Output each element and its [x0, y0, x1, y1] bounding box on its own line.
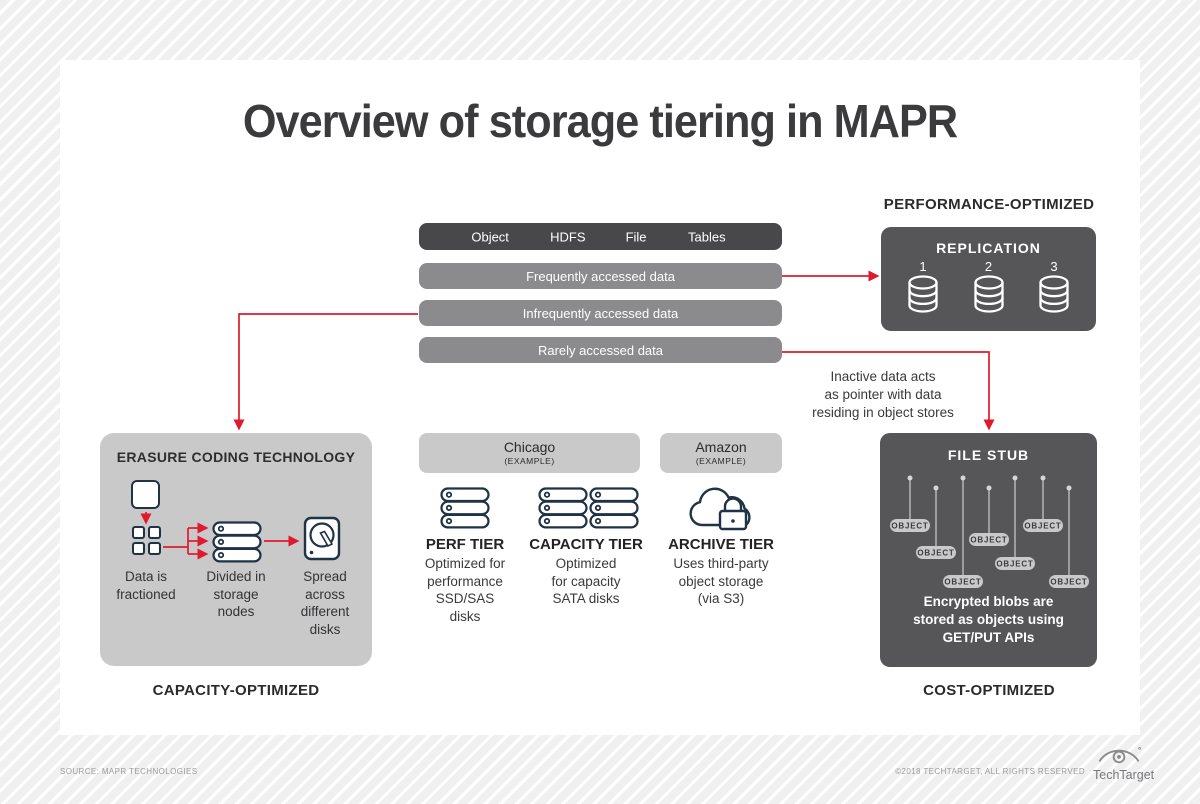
database-icon: [1039, 275, 1069, 313]
data-block-icon: [131, 480, 160, 509]
database-icon: [908, 275, 938, 313]
erasure-step-2-label: Divided in storage nodes: [206, 569, 266, 620]
cost-optimized-label: COST-OPTIMIZED: [923, 682, 1055, 699]
erasure-title: ERASURE CODING TECHNOLOGY: [116, 449, 356, 465]
object-pill-label: OBJECT: [944, 578, 981, 587]
object-pill-label: OBJECT: [996, 560, 1033, 569]
object-pointers-graphic: OBJECT OBJECT OBJECT OBJECT OBJECT OBJEC…: [890, 475, 1089, 588]
api-label-tables: Tables: [688, 229, 726, 244]
location-chicago: Chicago (EXAMPLE): [419, 433, 640, 473]
replica-node-1: 1: [901, 259, 945, 313]
archive-tier-desc: Uses third-party object storage (via S3): [673, 556, 769, 607]
frequently-accessed-bar: Frequently accessed data: [419, 263, 782, 289]
perf-tier-title: PERF TIER: [425, 536, 505, 553]
replica-node-2: 2: [967, 259, 1011, 313]
capacity-tier-desc: Optimized for capacity SATA disks: [551, 556, 621, 607]
replication-box: REPLICATION 1 2: [881, 227, 1096, 331]
rarely-accessed-bar: Rarely accessed data: [419, 337, 782, 363]
perf-tier-desc: Optimized for performance SSD/SAS disks: [424, 556, 506, 624]
file-stub-box: FILE STUB OBJECT OBJECT O: [880, 433, 1097, 667]
api-services-bar: Object HDFS File Tables: [419, 223, 782, 250]
file-stub-caption: Encrypted blobs are stored as objects us…: [913, 594, 1064, 645]
disk-icon: [303, 516, 341, 561]
file-stub-title: FILE STUB: [947, 447, 1030, 463]
location-amazon: Amazon (EXAMPLE): [660, 433, 782, 473]
object-pill-label: OBJECT: [970, 536, 1007, 545]
api-label-hdfs: HDFS: [550, 229, 586, 244]
location-name: Amazon: [695, 439, 747, 456]
fractioned-data-icon: [132, 526, 161, 555]
replication-title: REPLICATION: [936, 240, 1041, 256]
performance-optimized-label: PERFORMANCE-OPTIMIZED: [883, 196, 1095, 213]
techtarget-eye-icon: [1098, 746, 1141, 764]
archive-tier-title: ARCHIVE TIER: [668, 536, 774, 553]
perf-tier-server-icon: [440, 487, 490, 529]
replica-number: 2: [984, 259, 993, 274]
replica-node-3: 3: [1032, 259, 1076, 313]
page-title: Overview of storage tiering in MAPR: [242, 95, 958, 147]
location-note: (EXAMPLE): [504, 455, 555, 466]
api-label-object: Object: [471, 229, 509, 244]
erasure-step-3-label: Spread across different disks: [300, 569, 350, 637]
capacity-tier-title: CAPACITY TIER: [529, 536, 643, 553]
replica-number: 1: [919, 259, 927, 274]
object-pill-label: OBJECT: [891, 522, 928, 531]
techtarget-wordmark: TechTarget: [1093, 768, 1155, 782]
cloud-lock-icon: [689, 487, 751, 531]
storage-nodes-icon: [212, 521, 262, 563]
object-pill-label: OBJECT: [917, 549, 954, 558]
erasure-step-1-label: Data is fractioned: [116, 569, 176, 602]
pointer-note: Inactive data acts as pointer with data …: [812, 369, 954, 421]
database-icon: [973, 275, 1004, 313]
replica-number: 3: [1050, 259, 1058, 274]
object-pill-label: OBJECT: [1024, 522, 1061, 531]
capacity-tier-server-icon: [538, 487, 588, 529]
source-credit: SOURCE: MAPR TECHNOLOGIES: [60, 767, 198, 776]
location-note: (EXAMPLE): [695, 455, 747, 466]
object-pill-label: OBJECT: [1050, 578, 1087, 587]
location-name: Chicago: [503, 439, 556, 456]
capacity-tier-server-icon: [589, 487, 639, 529]
capacity-optimized-label: CAPACITY-OPTIMIZED: [152, 682, 320, 699]
copyright-text: ©2018 TECHTARGET, ALL RIGHTS RESERVED: [895, 767, 1085, 776]
techtarget-logo: TechTarget: [1093, 745, 1155, 782]
infrequently-accessed-bar: Infrequently accessed data: [419, 300, 782, 326]
api-label-file: File: [625, 229, 647, 244]
